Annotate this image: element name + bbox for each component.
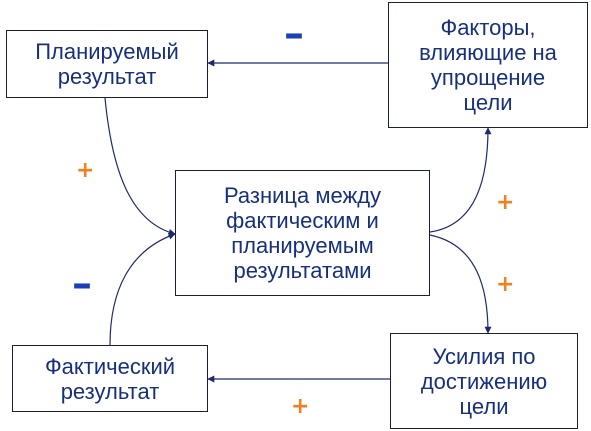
sign-difference-to-factors: +: [496, 190, 515, 215]
box-planned-result: Планируемый результат: [6, 30, 208, 98]
arrow-difference-to-factors: [429, 127, 492, 233]
sign-difference-to-efforts: +: [496, 272, 515, 297]
sign-efforts-to-actual: +: [291, 394, 310, 419]
arrow-planned-to-difference: [104, 97, 176, 236]
sign-factors-to-planned: –: [284, 11, 304, 57]
arrow-difference-to-efforts: [429, 234, 492, 334]
box-efforts: Усилия по достижению цели: [390, 333, 578, 429]
sign-planned-to-difference: +: [76, 158, 95, 183]
actual-result-label: Фактический результат: [44, 353, 176, 404]
box-actual-result: Фактический результат: [12, 345, 208, 412]
box-difference: Разница между фактическим и планируемым …: [175, 170, 430, 296]
planned-result-label: Планируемый результат: [35, 39, 179, 89]
arrow-actual-to-difference: [109, 232, 176, 346]
box-factors: Факторы, влияющие на упрощение цели: [388, 2, 588, 128]
difference-label: Разница между фактическим и планируемым …: [223, 183, 382, 283]
factors-label: Факторы, влияющие на упрощение цели: [419, 15, 557, 115]
sign-actual-to-difference: –: [72, 261, 92, 307]
efforts-label: Усилия по достижению цели: [420, 343, 548, 419]
